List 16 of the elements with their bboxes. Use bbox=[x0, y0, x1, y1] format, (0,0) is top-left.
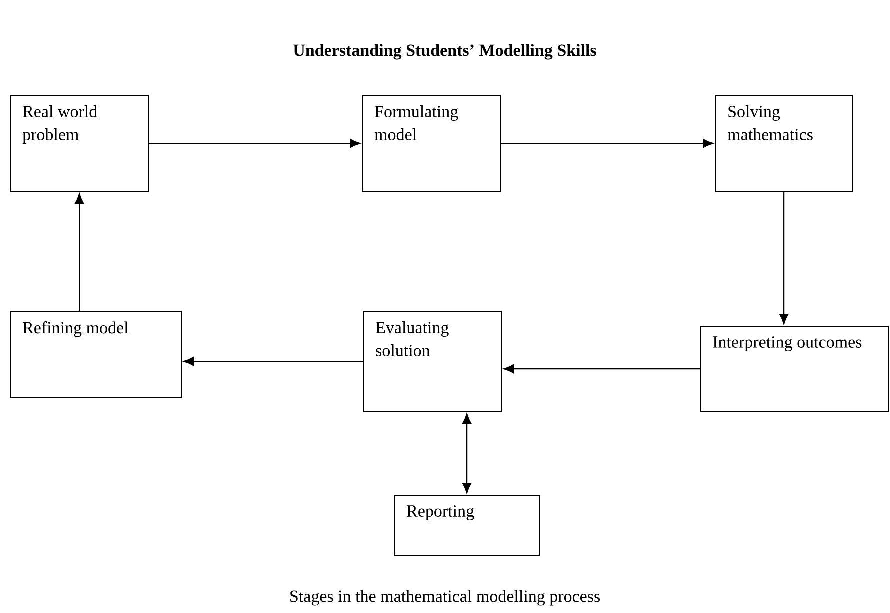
caption: Stages in the mathematical modelling process bbox=[290, 590, 600, 606]
arrow bbox=[504, 364, 700, 374]
process-box: Interpreting outcomes bbox=[700, 326, 890, 412]
arrow bbox=[501, 139, 714, 148]
process-box: Real world problem bbox=[10, 95, 150, 192]
process-box: Solving mathematics bbox=[715, 95, 854, 192]
process-box: Refining model bbox=[10, 311, 182, 398]
arrow bbox=[75, 194, 84, 311]
title: Understanding Students’ Modelling Skills bbox=[294, 44, 596, 60]
arrow bbox=[462, 414, 472, 494]
arrow bbox=[149, 139, 360, 148]
process-box: Reporting bbox=[394, 495, 540, 556]
process-box: Evaluating solution bbox=[363, 311, 502, 412]
arrow bbox=[184, 357, 363, 366]
process-box: Formulating model bbox=[362, 95, 502, 192]
arrow bbox=[780, 192, 789, 324]
